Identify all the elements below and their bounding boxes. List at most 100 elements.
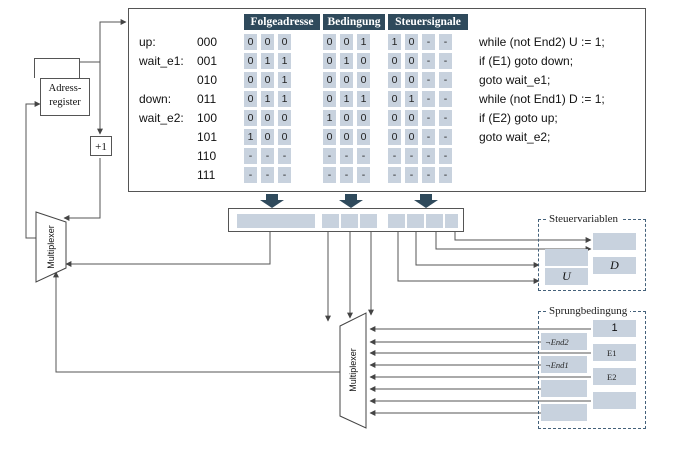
table-cell: 1 [357,91,370,107]
table-cell: - [278,167,291,183]
row-label: up: [139,35,156,49]
table-cell: 1 [261,53,274,69]
latch-sig-3 [426,214,443,228]
table-cell: - [340,148,353,164]
table-cell: - [405,148,418,164]
mux-bottom-shape [339,312,367,429]
wire-reg-to-rom [71,19,127,78]
row-comment: while (not End1) D := 1; [479,92,605,106]
table-cell: 0 [340,110,353,126]
table-cell: - [357,148,370,164]
row-address: 111 [197,168,216,182]
table-cell: - [439,129,452,145]
table-cell: - [422,34,435,50]
wire-mux-to-reg [25,101,41,239]
mux-top-label: Multiplexer [46,225,56,269]
header-next-address: Folgeadresse [244,14,320,30]
latch-cond-2 [341,214,358,228]
table-cell: - [340,167,353,183]
row-label: wait_e2: [139,111,184,125]
table-cell: 0 [340,129,353,145]
table-cell: - [278,148,291,164]
wire-u [397,232,540,284]
row-address: 110 [197,149,217,163]
latch-sig-4 [445,214,458,228]
table-cell: 0 [261,72,274,88]
cond-e1: E1 [593,344,636,361]
cond-slot-8 [541,404,587,421]
table-cell: - [244,148,257,164]
cond-e1-label: E1 [607,348,617,358]
cond-not-end2-label: ¬End2 [545,337,569,347]
table-cell: 0 [323,72,336,88]
header-control-signals: Steuersignale [388,14,468,30]
table-cell: 0 [278,110,291,126]
row-label: down: [139,92,172,106]
jump-condition-title: Sprungbedingung [546,305,631,317]
table-cell: 0 [388,91,401,107]
row-comment: if (E1) goto down; [479,54,574,68]
table-cell: - [439,110,452,126]
table-cell: - [405,167,418,183]
control-variables-title: Steuervariablen [546,213,622,225]
row-comment: goto wait_e2; [479,130,551,144]
table-cell: 1 [278,72,291,88]
wire-inc-to-mux [63,158,101,221]
table-cell: 0 [261,129,274,145]
row-comment: goto wait_e1; [479,73,551,87]
table-cell: - [439,167,452,183]
control-var-u-label: U [562,269,571,283]
cond-not-end1-label: ¬End1 [545,360,569,370]
cond-e2-label: E2 [607,372,617,382]
cond-one-label: 1 [611,322,618,334]
table-cell: 0 [340,72,353,88]
table-cell: 0 [261,110,274,126]
table-cell: - [439,72,452,88]
latch-sig-2 [407,214,424,228]
row-address: 001 [197,54,218,68]
row-comment: if (E2) goto up; [479,111,558,125]
table-cell: 1 [340,91,353,107]
table-cell: 1 [323,110,336,126]
table-cell: 0 [357,129,370,145]
table-cell: 0 [357,72,370,88]
table-cell: 0 [388,72,401,88]
table-cell: 0 [405,72,418,88]
wire-mux2-to-mux1 [53,271,340,373]
table-cell: - [323,148,336,164]
latch-cond-3 [360,214,377,228]
table-cell: 1 [278,53,291,69]
control-var-d: D [593,257,636,274]
table-cell: 0 [244,53,257,69]
table-cell: 0 [278,129,291,145]
mux-top-shape [35,211,67,283]
table-cell: - [422,53,435,69]
table-cell: - [439,53,452,69]
row-address: 010 [197,73,218,87]
table-cell: 0 [357,53,370,69]
table-cell: 1 [244,129,257,145]
address-register: Adress- register [40,78,90,116]
table-cell: 0 [244,91,257,107]
table-cell: - [388,167,401,183]
control-var-d-label: D [610,258,619,272]
table-cell: 1 [388,34,401,50]
header-condition: Bedingung [323,14,385,30]
table-cell: 1 [357,34,370,50]
table-cell: - [422,91,435,107]
table-cell: 0 [388,110,401,126]
wire-sig-4 [454,232,592,243]
table-cell: 0 [244,34,257,50]
register-label-2: register [49,97,81,108]
cond-not-end2: ¬End2 [541,333,587,350]
row-address: 000 [197,35,218,49]
table-cell: - [261,148,274,164]
table-cell: - [439,34,452,50]
table-cell: 0 [244,72,257,88]
table-cell: 0 [405,129,418,145]
down-arrows [260,194,438,208]
control-var-u: U [545,268,588,285]
table-cell: - [422,167,435,183]
